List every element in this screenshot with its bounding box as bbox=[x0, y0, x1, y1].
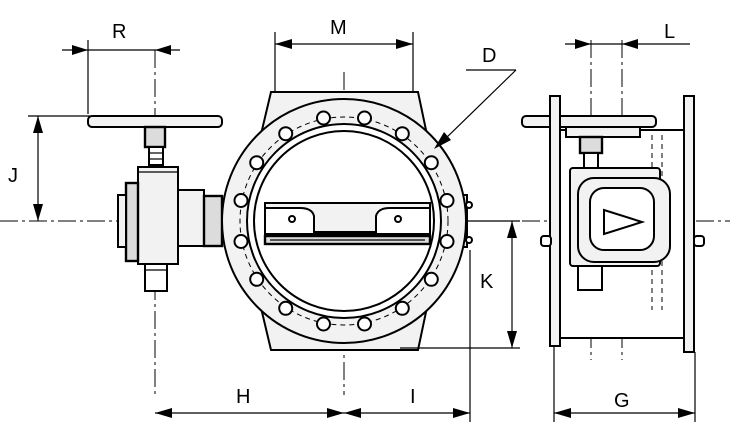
bolt-hole bbox=[278, 126, 294, 142]
bolt-hole bbox=[249, 271, 265, 287]
bolt-hole bbox=[423, 271, 439, 287]
label-R: R bbox=[112, 21, 126, 43]
bolt-hole bbox=[233, 193, 249, 208]
bolt-hole bbox=[439, 193, 455, 208]
bolt-hole bbox=[278, 300, 294, 316]
bolt-hole bbox=[316, 110, 331, 126]
dimension-lines bbox=[33, 39, 695, 418]
label-G: G bbox=[614, 390, 630, 412]
handwheel-gearbox-front bbox=[87, 115, 224, 292]
valve-side-view bbox=[521, 95, 705, 353]
dimension-labels: R M D L J K H I G bbox=[8, 17, 675, 412]
bolt-hole bbox=[439, 234, 455, 249]
extension-lines bbox=[28, 32, 696, 422]
bolt-hole bbox=[233, 234, 249, 249]
label-M: M bbox=[330, 17, 347, 39]
bolt-hole bbox=[357, 110, 372, 126]
label-K: K bbox=[480, 271, 494, 293]
bolt-hole bbox=[249, 155, 265, 171]
bolt-holes bbox=[233, 110, 455, 332]
label-D: D bbox=[482, 45, 496, 67]
label-H: H bbox=[236, 386, 250, 408]
bolt-hole bbox=[423, 155, 439, 171]
valve-body-front bbox=[221, 91, 473, 351]
label-J: J bbox=[8, 165, 18, 187]
label-I: I bbox=[410, 386, 416, 408]
label-L: L bbox=[664, 21, 675, 43]
bolt-hole bbox=[357, 316, 372, 332]
bolt-hole bbox=[316, 316, 331, 332]
bolt-hole bbox=[394, 126, 410, 142]
bolt-hole bbox=[394, 300, 410, 316]
